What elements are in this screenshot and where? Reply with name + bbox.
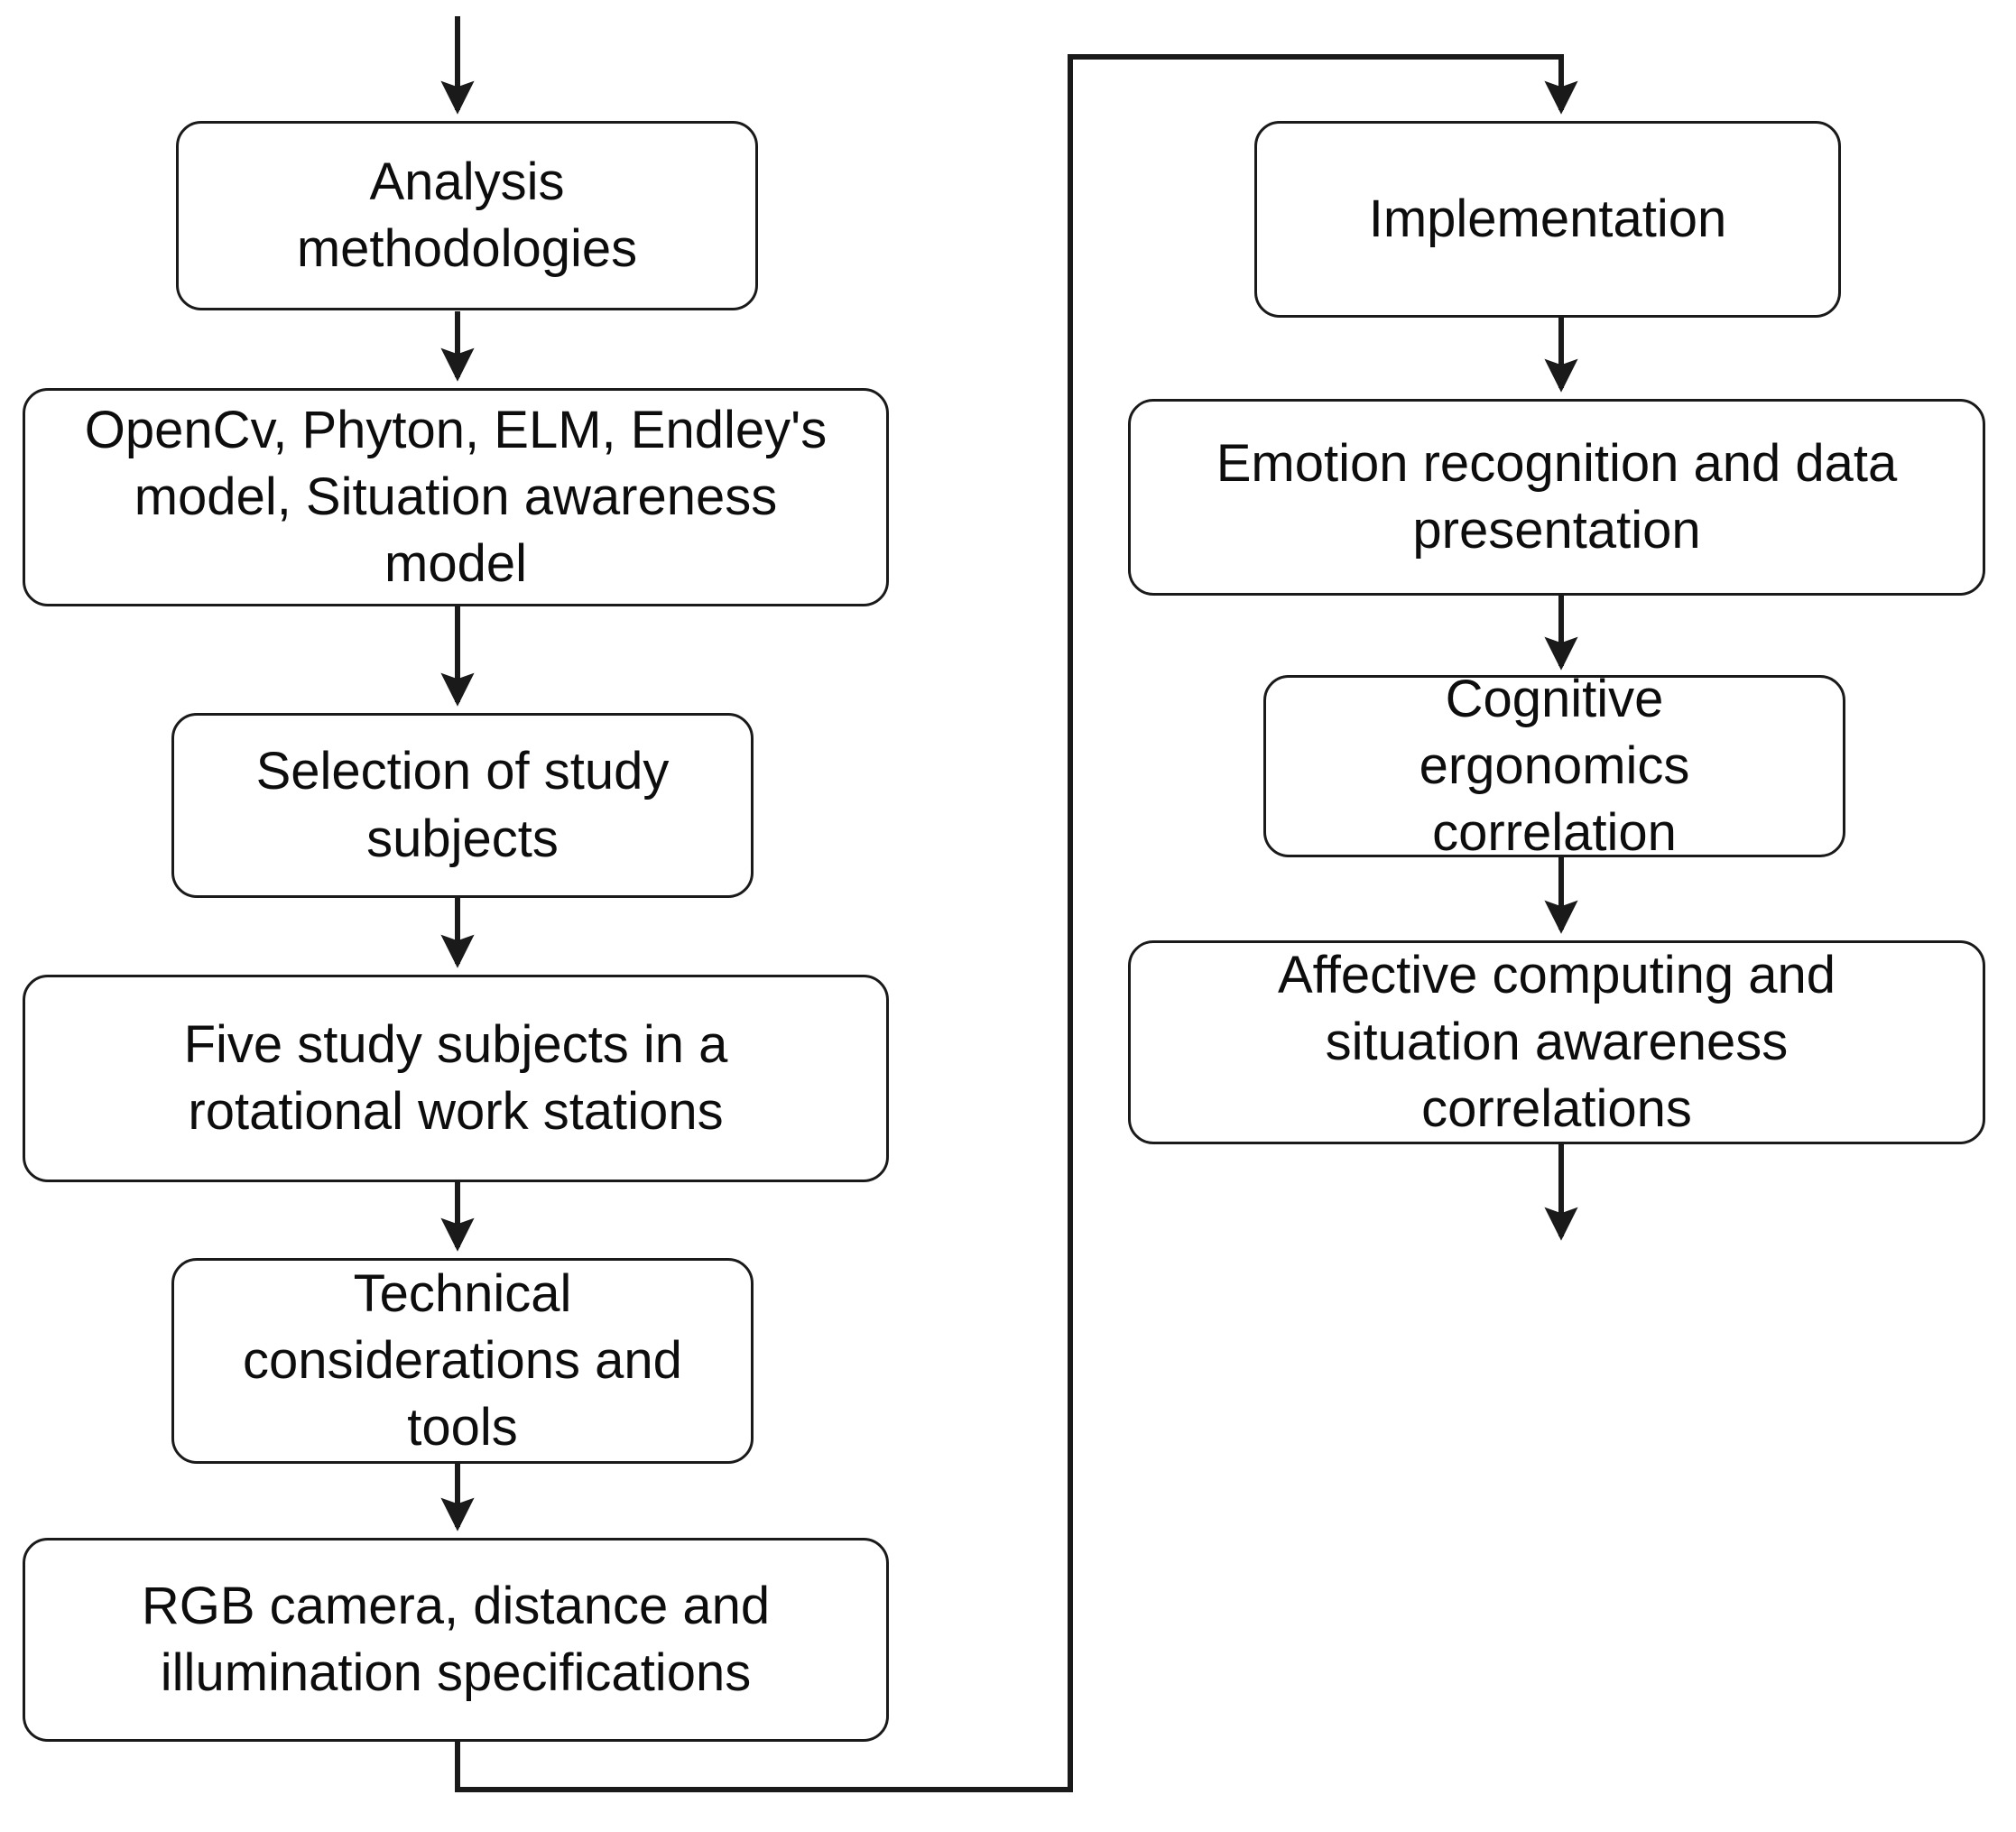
- node-label: Emotion recognition and data presentatio…: [1216, 433, 1898, 560]
- node-analysis-methodologies[interactable]: Analysis methodologies: [176, 121, 758, 310]
- node-label: Analysis methodologies: [296, 152, 638, 278]
- node-cognitive-ergonomics-correlation[interactable]: Cognitive ergonomics correlation: [1263, 670, 1845, 862]
- node-label: Technical considerations and tools: [243, 1263, 682, 1457]
- node-label: Affective computing and situation awaren…: [1278, 945, 1836, 1139]
- connector-c6-wrap: [455, 54, 1578, 1792]
- node-affective-computing-correlations[interactable]: Affective computing and situation awaren…: [1128, 940, 1985, 1144]
- node-label: Selection of study subjects: [255, 742, 670, 868]
- node-label: Five study subjects in a rotational work…: [183, 1014, 728, 1141]
- node-emotion-recognition[interactable]: Emotion recognition and data presentatio…: [1128, 399, 1985, 596]
- node-technical-considerations[interactable]: Technical considerations and tools: [171, 1258, 754, 1464]
- node-label: OpenCv, Phyton, ELM, Endley's model, Sit…: [84, 400, 828, 594]
- node-tools-and-models[interactable]: OpenCv, Phyton, ELM, Endley's model, Sit…: [23, 388, 889, 606]
- node-label: RGB camera, distance and illumination sp…: [141, 1576, 771, 1702]
- node-label: Implementation: [1368, 189, 1727, 248]
- node-selection-of-study-subjects[interactable]: Selection of study subjects: [171, 713, 754, 898]
- node-implementation[interactable]: Implementation: [1254, 121, 1841, 318]
- node-rgb-camera-specifications[interactable]: RGB camera, distance and illumination sp…: [23, 1538, 889, 1742]
- node-five-study-subjects[interactable]: Five study subjects in a rotational work…: [23, 975, 889, 1182]
- node-label: Cognitive ergonomics correlation: [1419, 669, 1690, 863]
